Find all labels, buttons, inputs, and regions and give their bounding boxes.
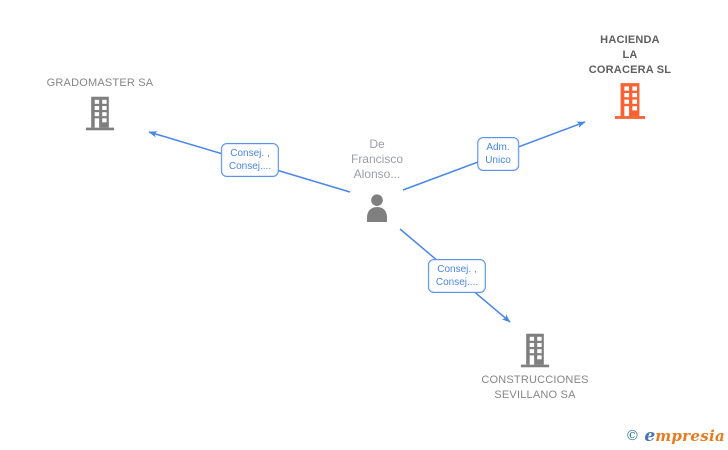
edge-label-adm-unico-hacienda[interactable]: Adm. Unico: [477, 137, 519, 171]
company-node-construcciones-sevillano[interactable]: CONSTRUCCIONES SEVILLANO SA: [455, 333, 615, 403]
edge-label-line: Adm.: [486, 142, 510, 153]
company-node-gradomaster[interactable]: GRADOMASTER SA: [20, 76, 180, 131]
person-icon: [367, 194, 387, 222]
person-node[interactable]: De Francisco Alonso...: [297, 137, 457, 222]
company-name-line: SEVILLANO SA: [494, 389, 576, 401]
building-icon: [614, 83, 646, 119]
edge-label-consejero-gradomaster[interactable]: Consej. , Consej....: [220, 143, 280, 177]
company-name-line: CONSTRUCCIONES: [481, 374, 589, 386]
person-name-line: De: [369, 137, 385, 151]
edge-label-line: Consej....: [228, 161, 272, 172]
empresia-watermark: ©empresia: [625, 426, 725, 446]
person-name-line: Francisco: [350, 152, 403, 166]
company-name-line: LA: [622, 49, 638, 61]
company-node-hacienda-la-coracera[interactable]: HACIENDA LA CORACERA SL: [550, 33, 710, 119]
company-name: CONSTRUCCIONES SEVILLANO SA: [481, 373, 588, 403]
person-name-line: Alonso...: [353, 167, 401, 181]
building-icon: [520, 333, 550, 368]
company-name-line: HACIENDA: [600, 34, 660, 46]
company-name: GRADOMASTER SA: [47, 76, 154, 91]
edge-label-consejero-construcciones[interactable]: Consej. , Consej....: [427, 259, 487, 293]
edge-label-line: Consej. ,: [437, 264, 477, 275]
edge-label-line: Consej....: [435, 277, 479, 288]
empresia-logo-text: mpresia: [655, 427, 725, 445]
copyright-symbol: ©: [625, 428, 640, 444]
edge-label-line: Consej. ,: [230, 148, 270, 159]
edge-label-line: Unico: [485, 155, 511, 166]
company-name-line: GRADOMASTER SA: [46, 77, 154, 89]
person-name: De Francisco Alonso...: [351, 137, 403, 182]
company-name-line: CORACERA SL: [588, 64, 672, 76]
building-icon: [85, 96, 115, 131]
empresia-logo-initial: e: [644, 426, 656, 446]
company-name: HACIENDA LA CORACERA SL: [589, 33, 671, 78]
